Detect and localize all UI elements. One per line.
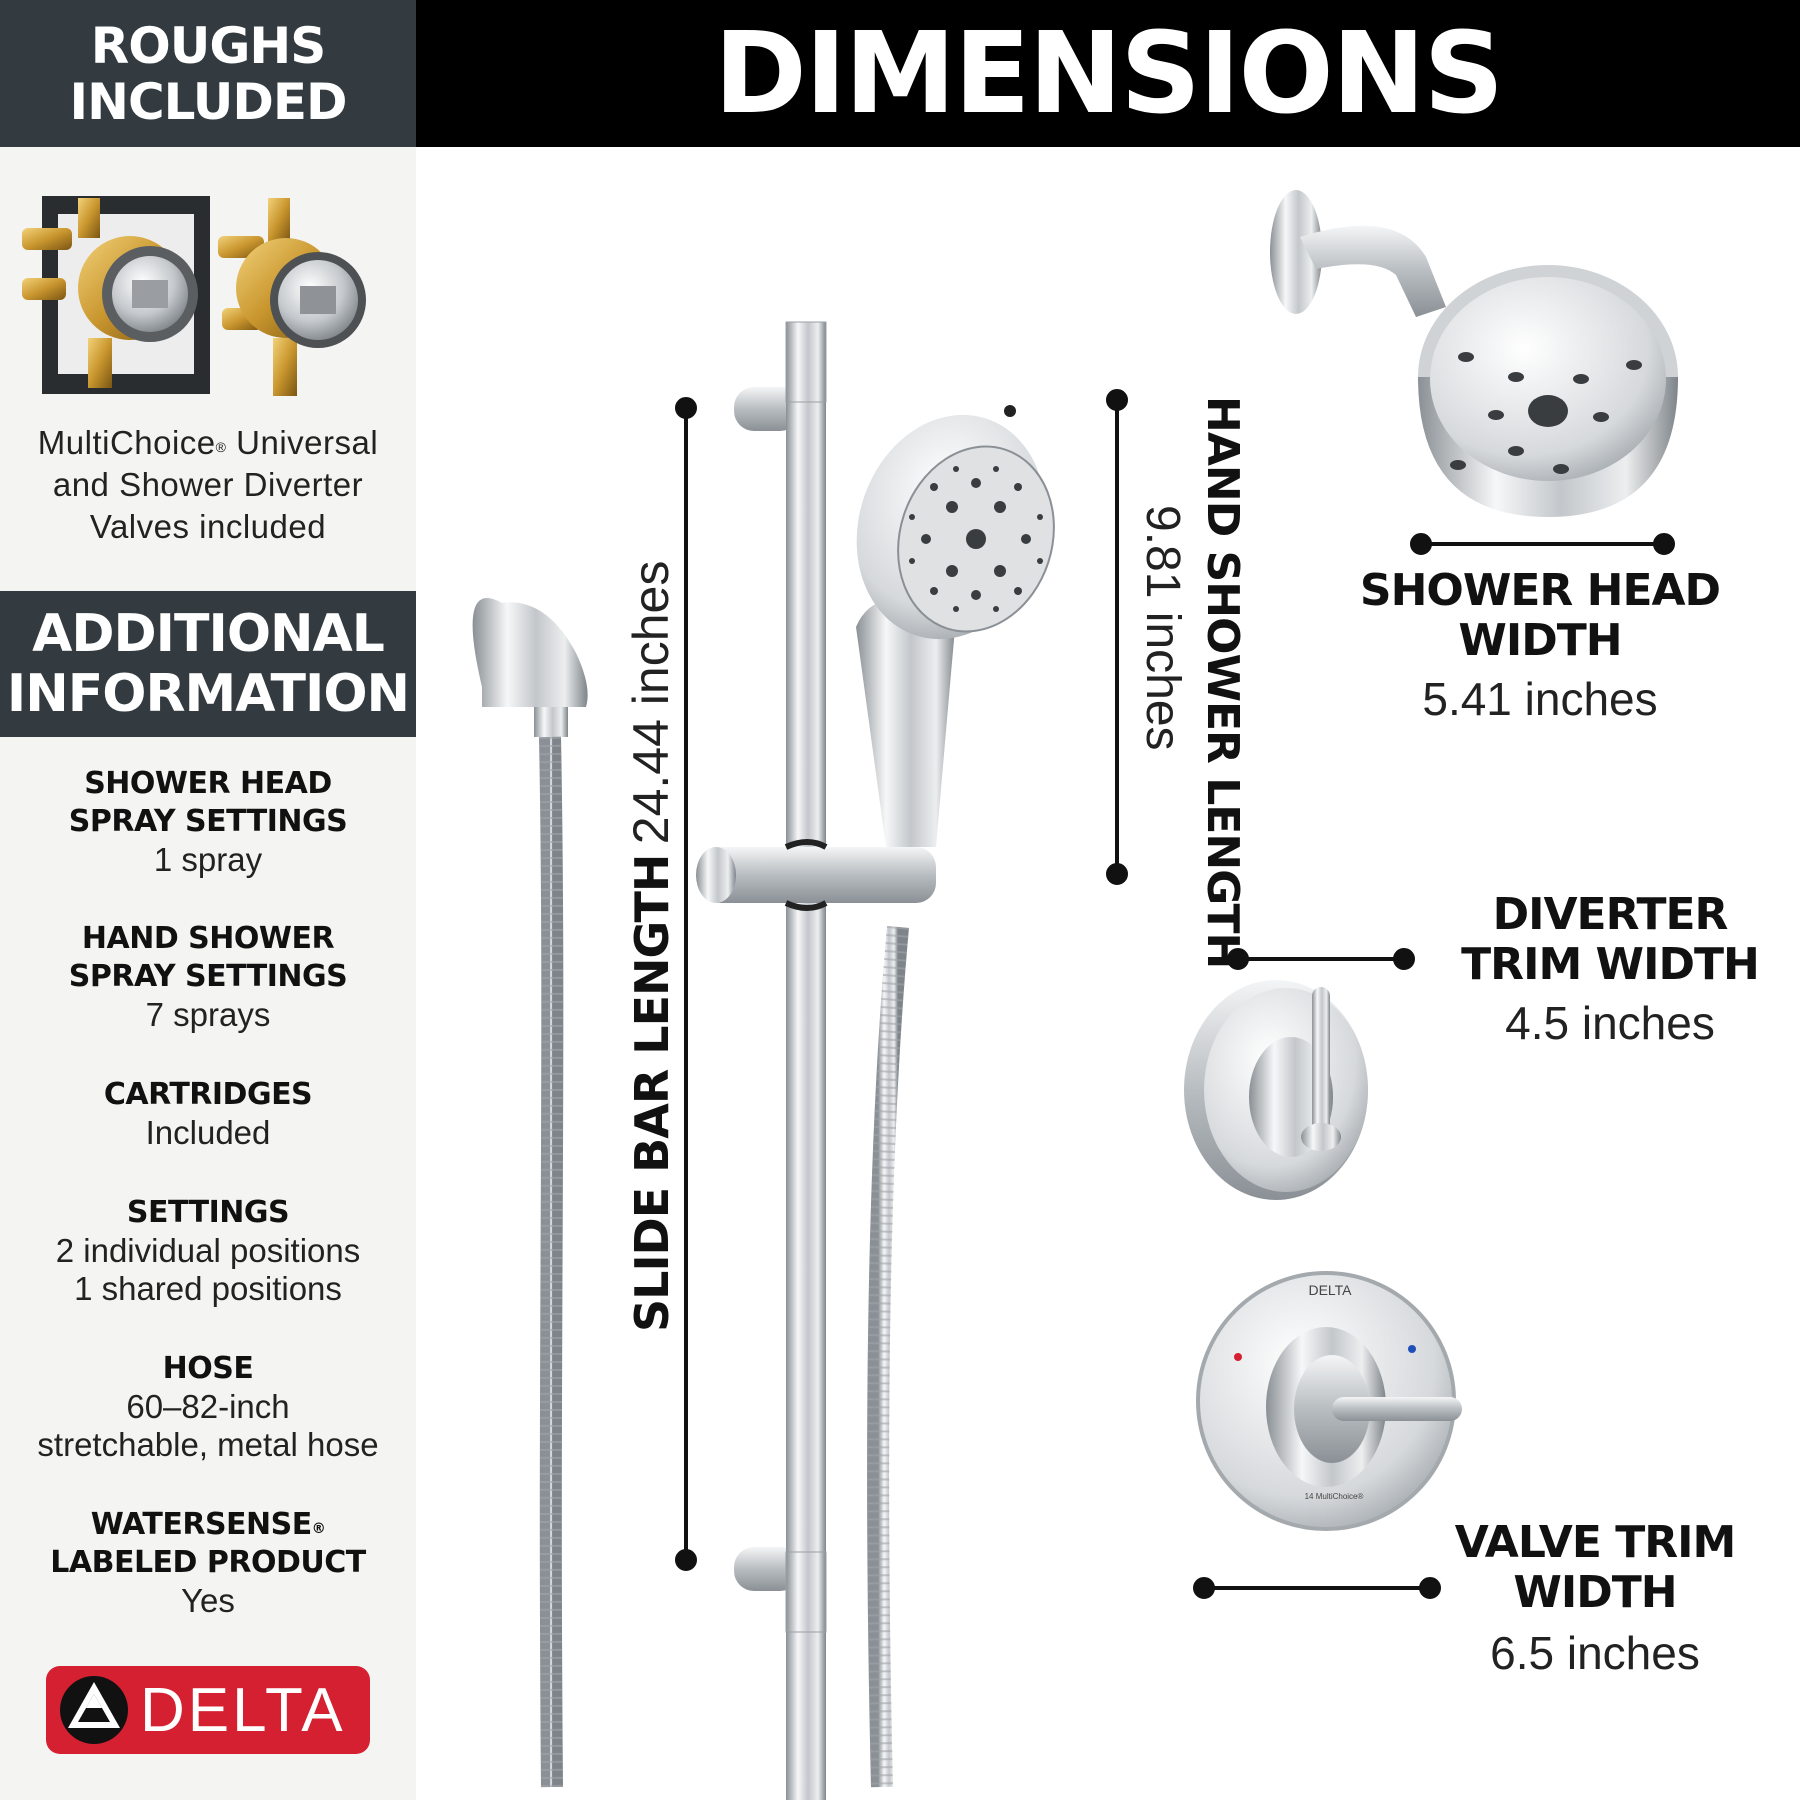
slide-bar-value: 24.44 inches [623,560,679,845]
shower-head-width-label: SHOWER HEAD WIDTH [1340,566,1740,666]
spec-shower-head-spray: SHOWER HEAD SPRAY SETTINGS 1 spray [0,765,416,879]
valves-caption: MultiChoice® Universal and Shower Divert… [0,422,416,548]
registered-mark: ® [311,1521,326,1537]
spec-value: 60–82-inch [126,1388,290,1425]
spec-label: SETTINGS [126,1195,290,1230]
label-line: TRIM WIDTH [1461,939,1760,990]
spec-label: WATERSENSE [90,1507,313,1542]
valve-trim-brand: DELTA [1308,1282,1352,1298]
spec-watersense: WATERSENSE® LABELED PRODUCT Yes [0,1506,416,1620]
spec-value: stretchable, metal hose [37,1426,379,1463]
spec-settings: SETTINGS 2 individual positions 1 shared… [0,1194,416,1308]
spec-value: 2 individual positions [55,1232,361,1269]
spec-label: HAND SHOWER [81,921,335,956]
hand-shower-value-group: 9.81 inches [1135,505,1190,751]
hand-shower-value: 9.81 inches [1136,505,1189,751]
caption-line-3: Valves included [89,508,327,545]
label-line: VALVE TRIM [1454,1517,1737,1568]
label-line: WIDTH [1513,1567,1677,1618]
sidebar: ROUGHS INCLUDED Mul [0,0,416,1800]
spec-value: 1 shared positions [74,1270,342,1307]
spec-label: CARTRIDGES [103,1077,313,1112]
diverter-trim-width-value: 4.5 inches [1505,997,1715,1049]
additional-information-header: ADDITIONAL INFORMATION [0,591,416,737]
roughs-included-header: ROUGHS INCLUDED [0,0,416,147]
spec-label: HOSE [162,1351,254,1386]
spec-value: Included [145,1114,271,1151]
spec-value: 1 spray [153,841,263,878]
roughs-title-line-1: ROUGHS [90,16,327,75]
valve-trim-width-label: VALVE TRIM WIDTH [1395,1518,1795,1618]
spec-label: SPRAY SETTINGS [68,804,348,839]
additional-title-line-1: ADDITIONAL [32,604,385,664]
roughs-title-line-2: INCLUDED [69,72,348,131]
delta-wordmark: DELTA [140,1675,346,1745]
page-title: DIMENSIONS [713,8,1504,139]
valve-trim-width-value: 6.5 inches [1490,1627,1700,1679]
diverter-trim-width-label: DIVERTER TRIM WIDTH [1410,890,1800,990]
slide-bar-label: SLIDE BAR LENGTH [625,854,679,1332]
delta-triangle-icon [60,1676,128,1744]
shower-system-illustration: DELTA 14 MultiChoice® [472,190,1678,1800]
wall-supply-elbow [472,598,588,737]
diverter-trim [1184,980,1368,1200]
shower-head-width-value: 5.41 inches [1422,673,1658,725]
valve-trim-model: 14 MultiChoice® [1305,1492,1364,1501]
spec-cartridges: CARTRIDGES Included [0,1076,416,1152]
slide-bar [734,321,827,1800]
additional-title-line-2: INFORMATION [6,664,410,724]
valve-trim: DELTA 14 MultiChoice® [1196,1271,1462,1531]
spec-hand-shower-spray: HAND SHOWER SPRAY SETTINGS 7 sprays [0,920,416,1034]
spec-value: Yes [181,1582,235,1619]
spec-value: 7 sprays [145,996,271,1033]
delta-logo: DELTA [46,1666,370,1754]
label-line: WIDTH [1458,615,1622,666]
hand-shower-label-group: HAND SHOWER LENGTH [1197,396,1248,968]
spec-label: LABELED PRODUCT [50,1545,366,1580]
slider-holder [696,839,936,911]
rough-valves-image [22,196,366,396]
slide-bar-dimension: SLIDE BAR LENGTH 24.44 inches [622,561,680,1332]
registered-mark: ® [215,439,227,455]
fixed-shower-head [1270,190,1678,517]
spec-hose: HOSE 60–82-inch stretchable, metal hose [0,1350,416,1464]
dimensions-header: DIMENSIONS [416,0,1800,147]
spec-label: SHOWER HEAD [84,766,332,801]
label-line: DIVERTER [1492,889,1729,940]
spec-label: SPRAY SETTINGS [68,959,348,994]
caption-universal: Universal [226,424,379,461]
hand-shower-label: HAND SHOWER LENGTH [1197,396,1248,969]
hand-shower [856,405,1055,847]
label-line: SHOWER HEAD [1359,565,1721,616]
caption-multichoice: MultiChoice [37,424,216,461]
caption-line-2: and Shower Diverter [52,466,364,503]
